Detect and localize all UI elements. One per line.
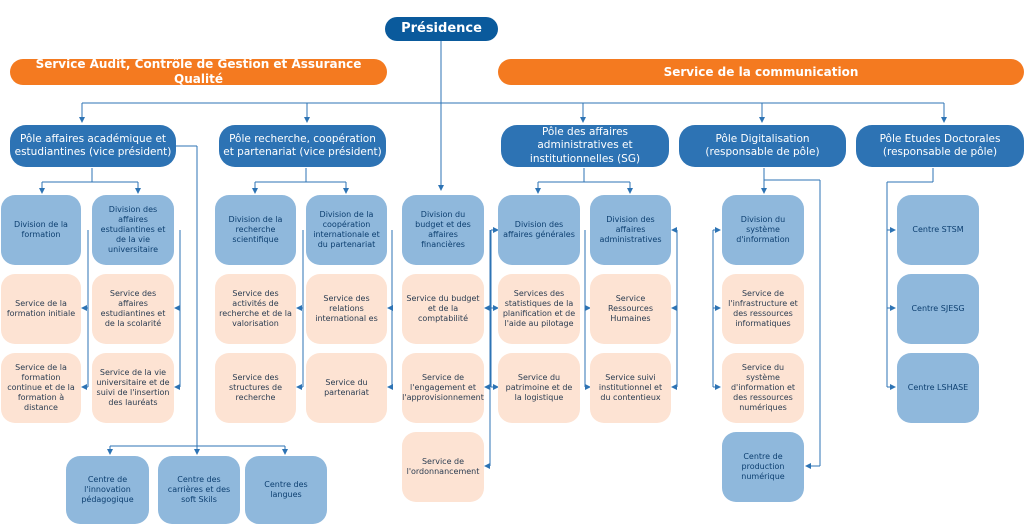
division-affaires-estudiantines: Division des affaires estudiantines et d… bbox=[92, 195, 174, 265]
pole-recherche: Pôle recherche, coopération et partenari… bbox=[219, 125, 386, 167]
centre-production-numerique: Centre de production numérique bbox=[722, 432, 804, 502]
centre-stsm: Centre STSM bbox=[897, 195, 979, 265]
service-relations-internationales: Service des relations international es bbox=[306, 274, 387, 344]
pole-academique: Pôle affaires académique et estudiantine… bbox=[10, 125, 176, 167]
presidence-box: Présidence bbox=[385, 17, 498, 41]
service-infrastructure: Service de l'infrastructure et des resso… bbox=[722, 274, 804, 344]
centre-langues: Centre des langues bbox=[245, 456, 327, 524]
service-suivi-institutionnel: Service suivi institutionnel et du conte… bbox=[590, 353, 671, 423]
communication-service-box: Service de la communication bbox=[498, 59, 1024, 85]
service-activites-recherche: Service des activités de recherche et de… bbox=[215, 274, 296, 344]
audit-service-box: Service Audit, Contrôle de Gestion et As… bbox=[10, 57, 387, 86]
service-partenariat: Service du partenariat bbox=[306, 353, 387, 423]
centre-innovation: Centre de l'innovation pédagogique bbox=[66, 456, 149, 524]
service-engagement: Service de l'engagement et l'approvision… bbox=[402, 353, 484, 423]
division-affaires-administratives: Division des affaires administratives bbox=[590, 195, 671, 265]
division-systeme-information: Division du système d'information bbox=[722, 195, 804, 265]
division-affaires-generales: Division des affaires générales bbox=[498, 195, 580, 265]
service-vie-universitaire: Service de la vie universitaire et de su… bbox=[92, 353, 174, 423]
division-cooperation: Division de la coopération international… bbox=[306, 195, 387, 265]
service-ordonnancement: Service de l'ordonnancement bbox=[402, 432, 484, 502]
division-budget: Division du budget et des affaires finan… bbox=[402, 195, 484, 265]
service-formation-initiale: Service de la formation initiale bbox=[1, 274, 81, 344]
pole-administratives: Pôle des affaires administratives et ins… bbox=[501, 125, 669, 167]
division-recherche: Division de la recherche scientifique bbox=[215, 195, 296, 265]
division-formation: Division de la formation bbox=[1, 195, 81, 265]
centre-sjesg: Centre SJESG bbox=[897, 274, 979, 344]
pole-digitalisation: Pôle Digitalisation (responsable de pôle… bbox=[679, 125, 846, 167]
centre-lshase: Centre LSHASE bbox=[897, 353, 979, 423]
service-scolarite: Service des affaires estudiantines et de… bbox=[92, 274, 174, 344]
service-systeme-information: Service du système d'information et des … bbox=[722, 353, 804, 423]
service-structures-recherche: Service des structures de recherche bbox=[215, 353, 296, 423]
centre-carrieres: Centre des carrières et des soft Skils bbox=[158, 456, 240, 524]
service-budget: Service du budget et de la comptabilité bbox=[402, 274, 484, 344]
service-formation-continue: Service de la formation continue et de l… bbox=[1, 353, 81, 423]
service-statistiques: Services des statistiques de la planific… bbox=[498, 274, 580, 344]
pole-etudes-doctorales: Pôle Etudes Doctorales (responsable de p… bbox=[856, 125, 1024, 167]
service-patrimoine: Service du patrimoine et de la logistiqu… bbox=[498, 353, 580, 423]
service-ressources-humaines: Service Ressources Humaines bbox=[590, 274, 671, 344]
